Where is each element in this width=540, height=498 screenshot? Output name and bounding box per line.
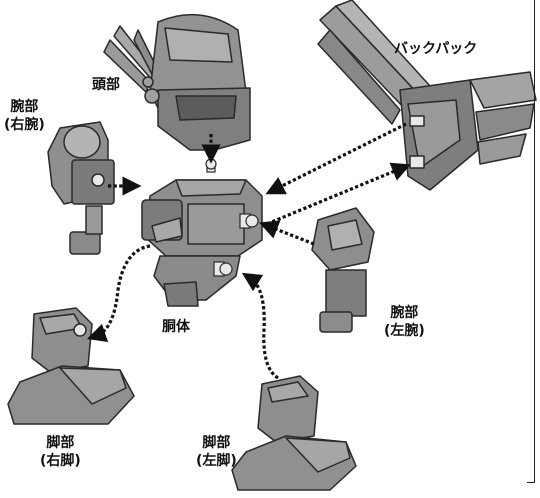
connection-arrows [86, 122, 411, 380]
right-leg-part [7, 307, 135, 425]
label-right-arm-line1: 腕部 [10, 99, 39, 115]
label-left-leg-line1: 脚部 [202, 435, 231, 451]
label-left-leg: 脚部 (左脚) [196, 434, 237, 470]
arrow-left-leg-to-body [241, 272, 279, 380]
label-body-text: 胴体 [162, 319, 190, 335]
left-arm-part [311, 207, 375, 333]
label-head-text: 頭部 [92, 77, 120, 93]
body-part [141, 179, 263, 307]
arrow-body-to-backpack [261, 162, 411, 228]
right-arm-part [47, 121, 115, 255]
label-left-arm: 腕部 (左腕) [384, 304, 425, 340]
arrow-left-arm-to-body [259, 220, 315, 246]
label-body: 胴体 [162, 318, 190, 336]
label-left-leg-line2: (左脚) [196, 453, 237, 469]
label-right-leg-line2: (右脚) [40, 453, 81, 469]
body-pegs [213, 213, 259, 277]
label-left-arm-line1: 腕部 [390, 305, 419, 321]
label-right-arm: 腕部 (右腕) [4, 98, 45, 134]
label-left-arm-line2: (左腕) [384, 323, 425, 339]
backpack-part [317, 0, 537, 191]
left-leg-part [231, 375, 357, 491]
label-head: 頭部 [92, 76, 120, 94]
page-edge-tick [527, 482, 535, 483]
label-backpack-text: バックパック [394, 41, 478, 57]
head-part [103, 13, 251, 151]
label-right-leg: 脚部 (右脚) [40, 434, 81, 470]
page-edge-line [534, 0, 535, 482]
arrow-backpack-to-body [265, 122, 407, 195]
label-backpack: バックパック [394, 40, 477, 58]
label-right-leg-line1: 脚部 [46, 435, 75, 451]
label-right-arm-line2: (右腕) [4, 117, 45, 133]
head-peg [205, 158, 217, 173]
arrow-body-to-right-leg [86, 244, 151, 343]
